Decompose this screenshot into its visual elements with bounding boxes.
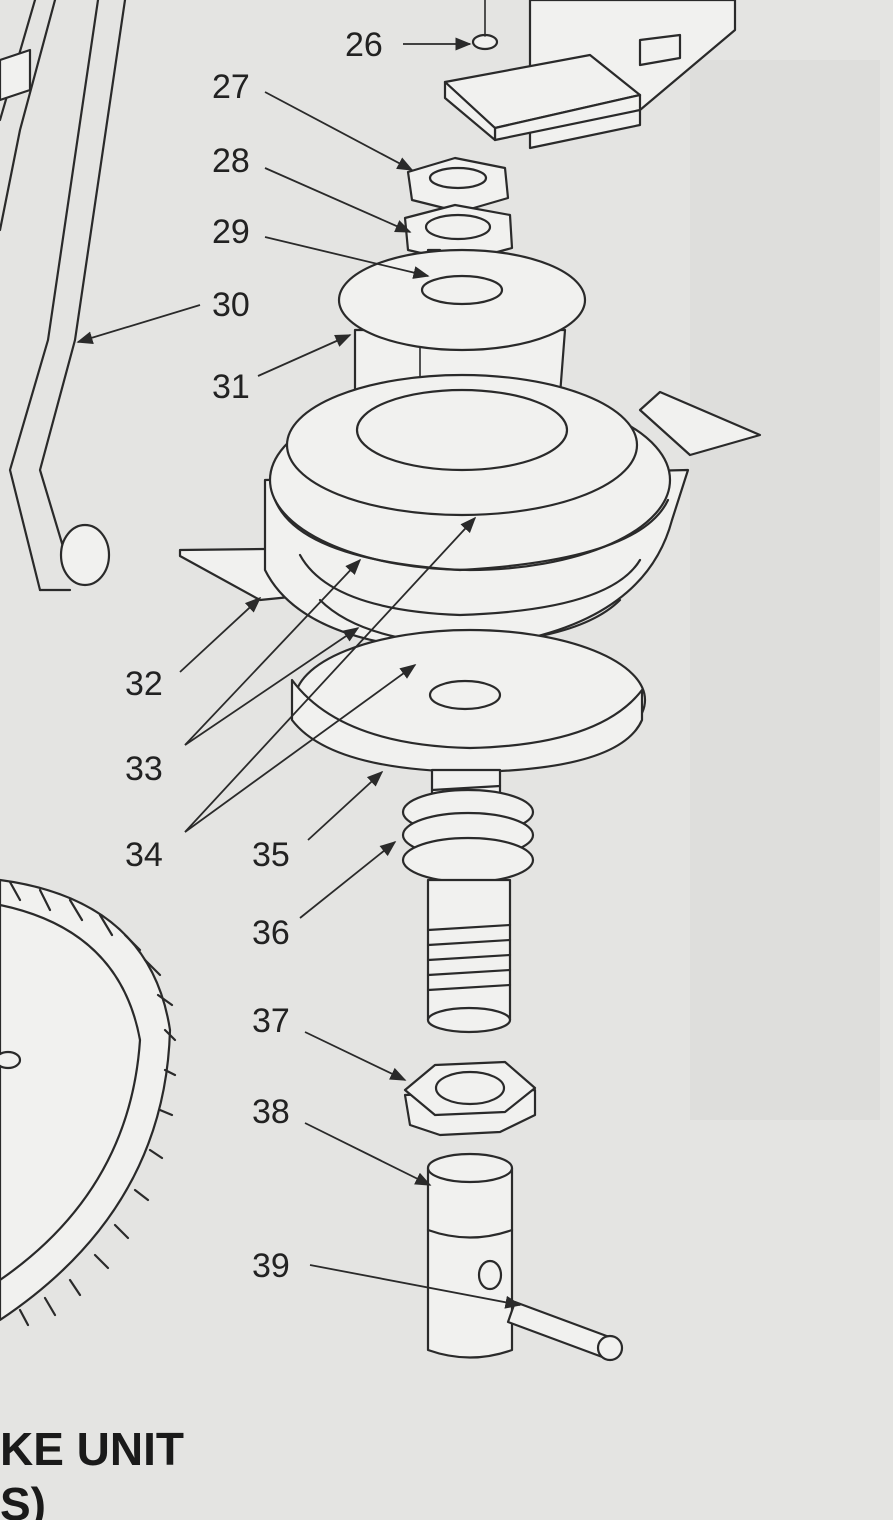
gear-wheel: [0, 878, 177, 1327]
callout-31: 31: [212, 368, 250, 406]
part-32-35-brake-cone: [178, 373, 762, 652]
callout-30: 30: [212, 286, 250, 324]
callout-28: 28: [212, 142, 250, 180]
callout-39: 39: [252, 1247, 290, 1285]
leader-lines: [76, 37, 522, 1309]
part-35-base-plate: [290, 628, 647, 774]
callout-27: 27: [212, 68, 250, 106]
callout-36: 36: [252, 914, 290, 952]
caption-line-2: S): [0, 1478, 46, 1520]
part-37-hex-nut: [403, 1060, 537, 1137]
part-36-spring-shaft: [401, 768, 535, 1034]
part-38-coupling: [426, 1152, 514, 1359]
callout-38: 38: [252, 1093, 290, 1131]
part-26-housing-block: [443, 0, 737, 150]
callout-34: 34: [125, 836, 163, 874]
caption-line-1: KE UNIT: [0, 1423, 184, 1475]
part-28-hex-nut: [403, 203, 514, 264]
bleed-through-text: [690, 60, 880, 1120]
callout-32: 32: [125, 665, 163, 703]
callout-37: 37: [252, 1002, 290, 1040]
callout-35: 35: [252, 836, 290, 874]
part-27-hex-nut: [406, 156, 510, 214]
callout-26: 26: [345, 26, 383, 64]
callout-33: 33: [125, 750, 163, 788]
part-39-roll-pin: [506, 1300, 624, 1362]
part-30-bent-rod: [0, 0, 127, 592]
callout-29: 29: [212, 213, 250, 251]
